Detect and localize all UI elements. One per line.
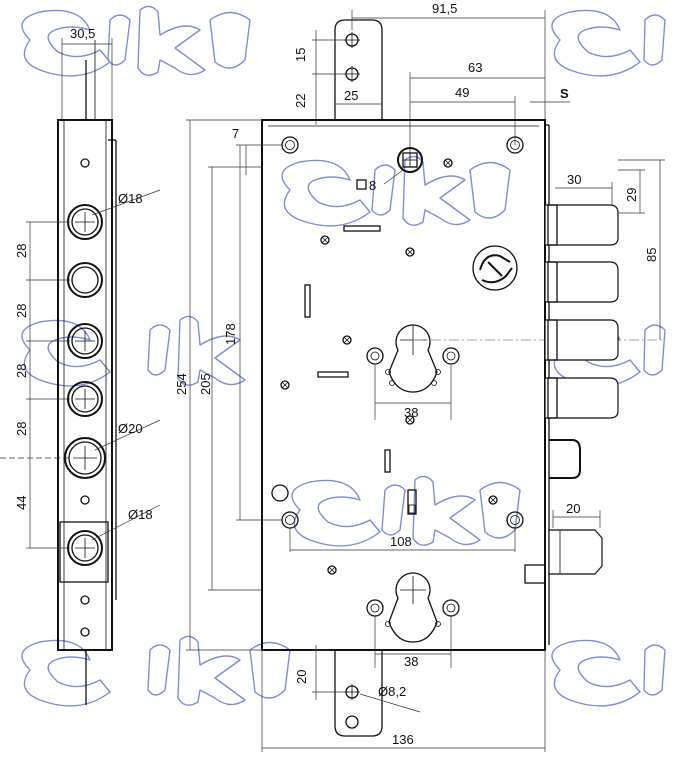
cyl-bottom-38: 38 <box>404 654 418 669</box>
latch-bolt: 20 <box>524 501 603 584</box>
dim-total-width: 136 <box>392 732 414 747</box>
watermark-bottom-left <box>21 635 291 707</box>
top-cylinder-cutout: 38 <box>366 324 665 420</box>
screw-top-right <box>506 136 524 154</box>
dim-top-width: 91,5 <box>432 1 457 16</box>
screw-bottom-left <box>281 511 299 529</box>
slot-2 <box>304 284 311 318</box>
dim-bottom-20: 20 <box>294 670 309 684</box>
dim-s: S <box>560 86 569 101</box>
dim-bolt-30: 30 <box>567 172 581 187</box>
cross-screws <box>280 158 498 575</box>
side-view: 30,5 <box>0 26 161 705</box>
dim-7: 7 <box>232 126 239 141</box>
front-view: 91,5 15 22 25 63 49 S 7 178 205 <box>174 1 665 752</box>
cyl-top-38: 38 <box>404 405 418 420</box>
side-pitch-2: 28 <box>14 304 29 318</box>
slot-5 <box>407 489 417 515</box>
side-bolt-3 <box>67 323 103 359</box>
side-pitch-3: 28 <box>14 364 29 378</box>
dim-178: 178 <box>223 323 238 345</box>
dim-strike-25: 25 <box>344 88 358 103</box>
square-follower: 8 <box>356 147 423 193</box>
side-bolt-6 <box>67 530 103 566</box>
side-dia-bottom-label: Ø18 <box>128 507 153 522</box>
side-bolt-5 <box>64 437 106 479</box>
square-size-label: 8 <box>369 178 376 193</box>
side-pitch-5: 44 <box>14 496 29 510</box>
slot-1 <box>343 225 381 232</box>
deadbolts <box>544 204 619 479</box>
side-width-label: 30,5 <box>70 26 95 41</box>
side-pitch-1: 28 <box>14 244 29 258</box>
dim-bolt-29: 29 <box>624 188 639 202</box>
watermark-top-left <box>21 5 251 77</box>
dim-dia-82: Ø8,2 <box>378 684 406 699</box>
dim-254: 254 <box>174 373 189 395</box>
screw-top-left <box>281 136 299 154</box>
dim-108: 108 <box>390 534 412 549</box>
dim-strike-22: 22 <box>293 94 308 108</box>
slot-4 <box>384 449 391 473</box>
hole-left-lower <box>271 484 289 502</box>
watermark-bottom-right <box>551 639 666 707</box>
watermark-mid-left <box>21 315 246 387</box>
slot-3 <box>317 371 349 378</box>
watermark-lower-center <box>291 475 521 547</box>
side-dia-mid-label: Ø20 <box>118 421 143 436</box>
watermark-top-right <box>551 9 666 77</box>
side-bolt-1 <box>67 204 103 240</box>
bottom-cylinder-cutout: 38 <box>366 572 460 669</box>
brand-logo <box>472 245 518 291</box>
dim-205: 205 <box>198 373 213 395</box>
side-bolt-2 <box>67 262 103 298</box>
top-strike-plate <box>334 19 383 120</box>
bottom-strike-plate <box>334 650 383 737</box>
dim-latch-20: 20 <box>566 501 580 516</box>
dim-49: 49 <box>455 85 469 100</box>
side-bolt-4 <box>67 381 103 417</box>
side-body-plate <box>57 119 113 651</box>
dim-63: 63 <box>468 60 482 75</box>
dim-bolt-85: 85 <box>644 248 659 262</box>
side-dia-top-label: Ø18 <box>118 191 143 206</box>
dim-strike-15: 15 <box>293 48 308 62</box>
side-pitch-4: 28 <box>14 422 29 436</box>
watermark-mid-center <box>281 155 511 227</box>
